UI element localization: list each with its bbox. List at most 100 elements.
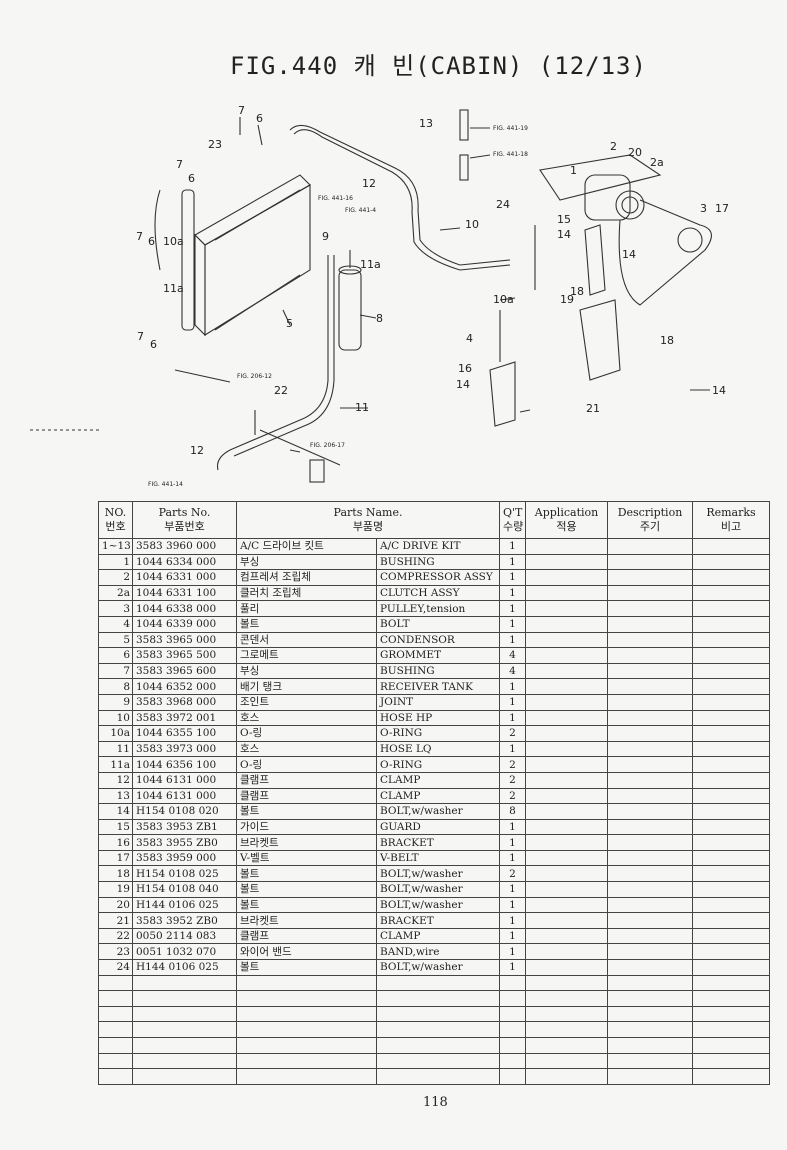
cell-no: 1: [98, 553, 133, 571]
cell-qty: 8: [499, 803, 526, 820]
svg-text:FIG. 441-16: FIG. 441-16: [318, 195, 353, 202]
cell-part: 3583 3952 ZB0: [132, 912, 237, 929]
cell-empty: [607, 553, 693, 571]
cell-qty: 1: [499, 600, 526, 617]
svg-text:15: 15: [557, 213, 571, 226]
cell-part: 1044 6356 100: [132, 756, 237, 773]
svg-text:1: 1: [570, 164, 577, 177]
cell-empty: [525, 959, 608, 976]
cell-qty: 1: [499, 569, 526, 586]
cell-no: 11a: [98, 756, 133, 773]
cell-empty: [236, 1052, 377, 1070]
svg-text:2a: 2a: [650, 156, 664, 169]
cell-no: 9: [98, 693, 133, 711]
cell-part: 1044 6338 000: [132, 600, 237, 617]
cell-empty: [692, 896, 770, 914]
cell-qty: 1: [499, 849, 526, 867]
cell-part: H144 0106 025: [132, 959, 237, 976]
col-parts-name: Parts Name.부품명: [236, 501, 500, 539]
cell-en: RECEIVER TANK: [376, 678, 500, 695]
cell-no: 13: [98, 787, 133, 805]
cell-en: CLUTCH ASSY: [376, 584, 500, 602]
cell-empty: [692, 771, 770, 789]
svg-text:11a: 11a: [360, 258, 381, 271]
cell-empty: [525, 1005, 608, 1023]
bracket-21-drawing: [579, 299, 621, 381]
cell-empty: [236, 990, 377, 1007]
cell-empty: [692, 569, 770, 586]
cell-kr: 배기 탱크: [236, 678, 377, 695]
svg-text:16: 16: [458, 362, 472, 375]
cell-empty: [692, 787, 770, 805]
cell-empty: [525, 662, 608, 680]
cell-empty: [692, 709, 770, 727]
cell-part: 3583 3972 001: [132, 709, 237, 727]
cell-kr: 풀리: [236, 600, 377, 617]
cell-part: 1044 6131 000: [132, 771, 237, 789]
cell-empty: [692, 678, 770, 695]
cell-kr: 부싱: [236, 553, 377, 571]
svg-text:11a: 11a: [163, 282, 184, 295]
cell-empty: [692, 865, 770, 883]
cell-qty: 1: [499, 709, 526, 727]
cell-no: 21: [98, 912, 133, 929]
hose-hp-drawing: [289, 124, 511, 266]
cell-part: 3583 3959 000: [132, 849, 237, 867]
cell-kr: 가이드: [236, 818, 377, 836]
cell-part: 3583 3953 ZB1: [132, 818, 237, 836]
cell-part: 0050 2114 083: [132, 927, 237, 945]
cell-no: 14: [98, 803, 133, 820]
svg-text:14: 14: [712, 384, 726, 397]
cell-part: 0051 1032 070: [132, 943, 237, 961]
cell-empty: [132, 1005, 237, 1023]
svg-text:FIG. 441-19: FIG. 441-19: [493, 125, 528, 132]
svg-text:24: 24: [496, 198, 510, 211]
cell-empty: [692, 615, 770, 633]
cell-en: BOLT: [376, 615, 500, 633]
cell-empty: [525, 740, 608, 758]
cell-empty: [607, 803, 693, 820]
cell-empty: [607, 927, 693, 945]
cell-kr: 볼트: [236, 865, 377, 883]
cell-empty: [692, 584, 770, 602]
cell-empty: [376, 1037, 500, 1054]
cell-empty: [525, 990, 608, 1007]
cell-en: O-RING: [376, 756, 500, 773]
cell-no: 5: [98, 631, 133, 649]
cell-empty: [499, 974, 526, 992]
cell-qty: 1: [499, 678, 526, 695]
cell-empty: [376, 1052, 500, 1070]
cell-part: 3583 3973 000: [132, 740, 237, 758]
cell-qty: 2: [499, 787, 526, 805]
svg-text:4: 4: [466, 332, 473, 345]
cell-empty: [607, 990, 693, 1007]
cell-part: 1044 6331 100: [132, 584, 237, 602]
cell-empty: [525, 569, 608, 586]
cell-empty: [525, 756, 608, 773]
cell-en: A/C DRIVE KIT: [376, 538, 500, 555]
bracket-16-drawing: [489, 361, 516, 427]
svg-text:FIG. 441-4: FIG. 441-4: [345, 207, 376, 214]
v-belt-drawing: [618, 199, 712, 306]
cell-en: BAND,wire: [376, 943, 500, 961]
cell-empty: [525, 600, 608, 617]
cell-empty: [98, 974, 133, 992]
cell-empty: [692, 927, 770, 945]
cell-empty: [692, 538, 770, 555]
cell-empty: [236, 974, 377, 992]
cell-en: HOSE HP: [376, 709, 500, 727]
cell-empty: [132, 1021, 237, 1038]
cell-empty: [525, 881, 608, 898]
cell-empty: [607, 584, 693, 602]
cell-qty: 2: [499, 865, 526, 883]
condenser-drawing: [154, 174, 311, 337]
table-row-empty: [98, 1068, 770, 1085]
cell-part: H154 0108 040: [132, 881, 237, 898]
